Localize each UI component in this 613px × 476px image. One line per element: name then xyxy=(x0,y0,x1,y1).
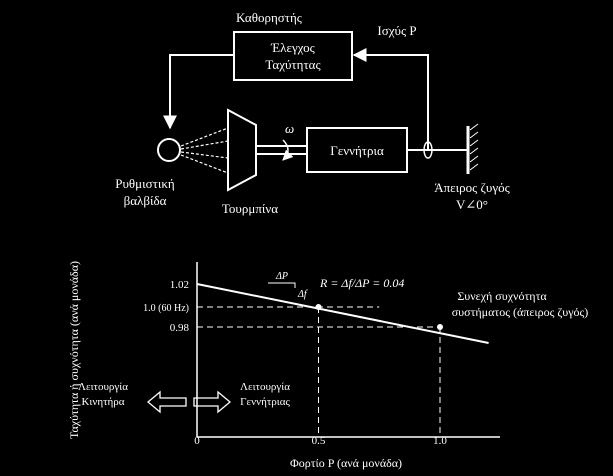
generator-label: Γεννήτρια xyxy=(330,143,384,158)
x-tick-label-0: 0 xyxy=(194,435,200,447)
valve-label-2: βαλβίδα xyxy=(124,193,167,208)
motor-direction-arrow xyxy=(146,390,187,414)
power-sensor xyxy=(423,141,433,159)
turbine xyxy=(227,108,257,192)
generator-mode-label-1: Λειτουργία xyxy=(240,381,290,393)
controller-label-2: Ταχύτητας xyxy=(265,57,321,72)
system-frequency-label-1: Συνεχή συχνότητα xyxy=(457,289,547,303)
steam-flow-lines xyxy=(180,127,229,174)
operating-point-half-load xyxy=(315,304,322,310)
turbine-label: Τουρμπίνα xyxy=(222,201,278,216)
motor-mode-label-1: Λειτουργία xyxy=(78,381,128,393)
y-axis-label: Ταχύτητα ή συχνότητα (ανά μονάδα) xyxy=(67,261,81,439)
y-tick-label-2: 0.98 xyxy=(170,322,190,334)
power-feedback-arrow xyxy=(352,48,429,150)
valve-command-arrow xyxy=(163,54,234,130)
block-diagram: Καθορηστής Ισχύς P Έλεγχος Ταχύτητας Ρυθ… xyxy=(115,10,510,216)
generator-mode-label-2: Γεννήτριας xyxy=(240,396,290,408)
y-tick-label-0: 1.02 xyxy=(170,279,189,291)
operating-point-full-load xyxy=(437,324,443,330)
delta-p-label: ΔP xyxy=(275,271,288,282)
bus-hatching xyxy=(469,123,479,171)
droop-chart: Ταχύτητα ή συχνότητα (ανά μονάδα) Φορτίο… xyxy=(67,261,588,470)
generator-direction-arrow xyxy=(193,390,232,414)
motor-mode-label-2: Κινητήρα xyxy=(81,396,124,408)
bus-label-1: Άπειρος ζυγός xyxy=(434,180,510,195)
system-frequency-label-2: συστήματος (άπειρος ζυγός) xyxy=(452,305,589,319)
valve-label-1: Ρυθμιστική xyxy=(115,176,175,191)
governing-valve xyxy=(157,138,181,162)
x-tick-label-2: 1.0 xyxy=(433,435,447,447)
governor-title: Καθορηστής xyxy=(236,10,303,25)
power-signal-label: Ισχύς P xyxy=(377,23,416,38)
bus-label-2: V∠0° xyxy=(456,197,488,212)
controller-label-1: Έλεγχος xyxy=(270,40,316,55)
omega-label: ω xyxy=(285,121,294,136)
rotation-arrow xyxy=(282,139,294,161)
droop-formula: R = Δf/ΔP = 0.04 xyxy=(319,276,404,290)
slope-triangle xyxy=(268,282,296,288)
x-axis-label: Φορτίο P (ανά μονάδα) xyxy=(290,456,402,470)
droop-characteristic-line xyxy=(196,283,489,344)
x-tick-label-1: 0.5 xyxy=(312,435,326,447)
delta-f-label: Δf xyxy=(297,289,308,300)
y-tick-label-1: 1.0 (60 Hz) xyxy=(143,303,189,314)
